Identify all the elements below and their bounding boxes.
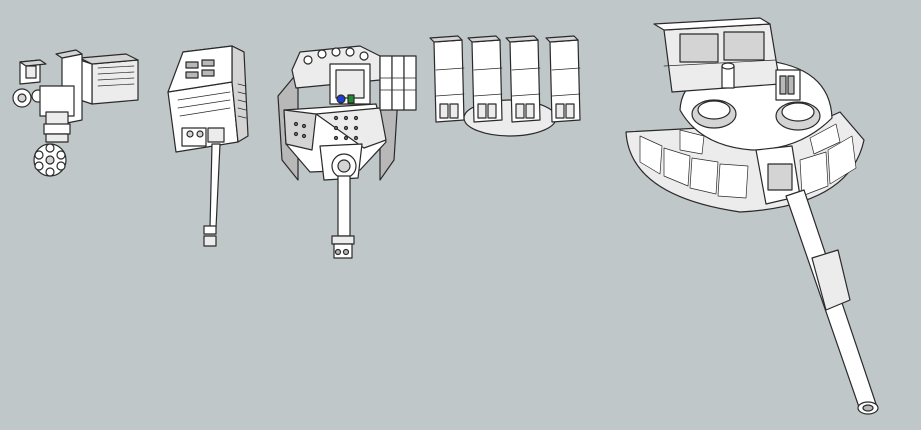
- missile-pod: [467, 35, 503, 123]
- missile-pod: [505, 35, 541, 123]
- missile-pod: [429, 35, 465, 123]
- missile-pods: [429, 35, 581, 137]
- riveted-turret: [277, 45, 417, 259]
- missile-pod: [545, 35, 581, 123]
- gatling-mount: [12, 49, 139, 177]
- main-battle-turret: [625, 17, 879, 415]
- box-turret: [167, 45, 249, 247]
